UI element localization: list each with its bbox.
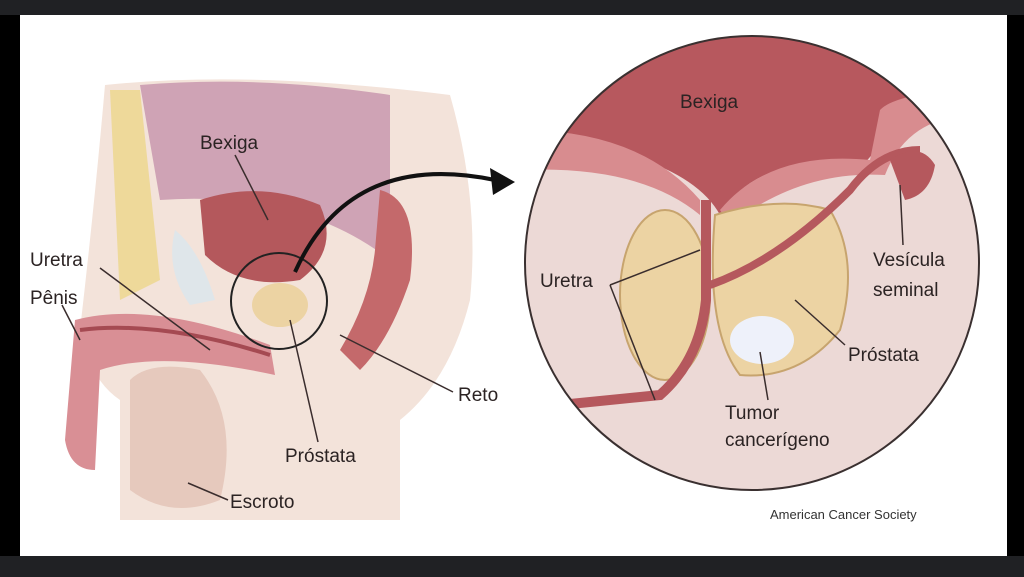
label-bladder-left: Bexiga (200, 133, 259, 154)
label-prostate-zoom: Próstata (848, 345, 919, 366)
label-bladder-zoom: Bexiga (680, 92, 739, 113)
label-urethra-left: Uretra (30, 250, 83, 271)
leader-lines (61, 154, 904, 501)
label-seminal-vesicle-line1: Vesícula (873, 250, 945, 271)
arrow-head-icon (490, 168, 515, 195)
label-urethra-zoom: Uretra (540, 271, 593, 292)
penis-shape (65, 313, 275, 470)
credit-text: American Cancer Society (770, 507, 917, 522)
label-rectum: Reto (458, 385, 499, 406)
scrotum-shape (130, 366, 227, 508)
label-penis: Pênis (30, 288, 78, 309)
pelvis-side-view (65, 79, 473, 520)
seminal-vesicle-shape (890, 151, 935, 200)
label-seminal-vesicle-line2: seminal (873, 280, 939, 301)
urethra-shape (559, 200, 711, 410)
prostate-shape (252, 283, 308, 327)
label-tumor-line1: Tumor (725, 403, 780, 424)
bladder-shape (200, 191, 327, 283)
label-tumor-line2: cancerígeno (725, 430, 830, 451)
label-scrotum: Escroto (230, 492, 295, 513)
rectum-shape (340, 190, 412, 370)
zoom-arrow (293, 172, 496, 273)
top-bar (0, 0, 1024, 15)
bottom-bar (0, 556, 1024, 577)
zoomed-inset (524, 35, 980, 491)
tumor-shape (730, 316, 794, 364)
zoom-circle (230, 252, 328, 350)
label-prostate-left: Próstata (285, 446, 356, 467)
